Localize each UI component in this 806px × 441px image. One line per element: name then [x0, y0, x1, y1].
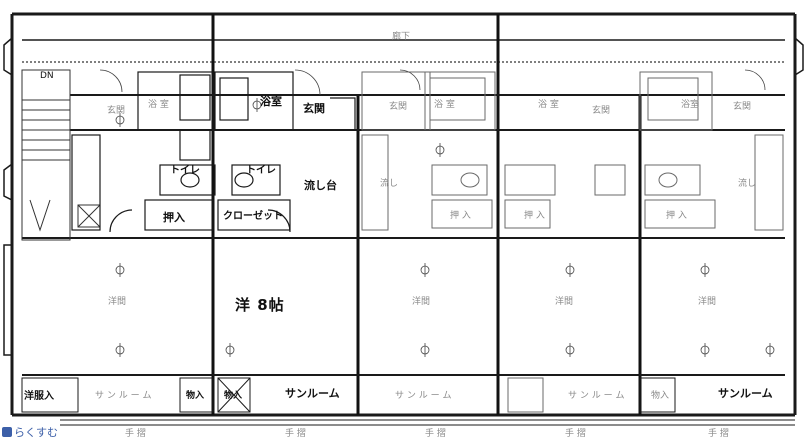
label-yoma-5: 洋間 — [698, 297, 717, 307]
label-bath-5: 浴室 — [681, 100, 700, 110]
label-yoma-4: 洋間 — [555, 297, 574, 307]
label-handrail-5: 手 摺 — [708, 429, 729, 439]
label-sink-main: 流し台 — [304, 179, 337, 192]
label-yoma-3: 洋間 — [412, 297, 431, 307]
label-genkan-2: 玄関 — [303, 102, 325, 115]
label-yo-oshiire: 洋服入 — [24, 391, 54, 402]
label-oshiire-5: 押 入 — [666, 211, 687, 221]
label-yoma-1: 洋間 — [108, 297, 127, 307]
label-handrail-2: 手 摺 — [285, 429, 306, 439]
label-main-room: 洋 8帖 — [235, 296, 285, 314]
label-genkan-4: 玄関 — [592, 106, 611, 116]
label-dn: DN — [40, 71, 54, 81]
watermark: らくすむ — [2, 424, 58, 440]
label-oshiire-4: 押 入 — [524, 211, 545, 221]
label-toilet-2: トイレ — [246, 165, 276, 176]
label-storage-2: 物入 — [224, 391, 243, 401]
outer-walls — [10, 12, 797, 417]
label-sunroom-1: サ ン ル ー ム — [95, 391, 152, 401]
label-sunroom-4: サ ン ル ー ム — [568, 391, 625, 401]
label-genkan-5: 玄関 — [733, 102, 752, 112]
label-sunroom-3: サ ン ル ー ム — [395, 391, 452, 401]
label-corridor: 廊下 — [392, 32, 411, 42]
label-handrail-1: 手 摺 — [125, 429, 146, 439]
label-oshiire-1: 押入 — [163, 211, 185, 224]
label-genkan-1: 玄関 — [107, 106, 126, 116]
label-handrail-3: 手 摺 — [425, 429, 446, 439]
label-sunroom-2: サンルーム — [285, 387, 340, 400]
label-storage-1: 物入 — [186, 391, 205, 401]
label-sunroom-5: サンルーム — [718, 387, 773, 400]
label-bath-2: 浴室 — [260, 95, 282, 108]
label-bath-3: 浴 室 — [434, 100, 455, 110]
label-handrail-4: 手 摺 — [565, 429, 586, 439]
label-bath-4: 浴 室 — [538, 100, 559, 110]
label-oshiire-3: 押 入 — [450, 211, 471, 221]
label-genkan-3: 玄関 — [389, 102, 408, 112]
label-storage-5: 物入 — [651, 391, 670, 401]
watermark-logo-icon — [2, 427, 12, 437]
watermark-text: らくすむ — [14, 426, 58, 439]
label-sink-5: 流し — [738, 179, 757, 189]
label-sink-3: 流し — [380, 179, 399, 189]
label-closet: クローゼット — [223, 211, 283, 222]
label-bath-1: 浴 室 — [148, 100, 169, 110]
label-toilet-1: トイレ — [170, 165, 200, 176]
